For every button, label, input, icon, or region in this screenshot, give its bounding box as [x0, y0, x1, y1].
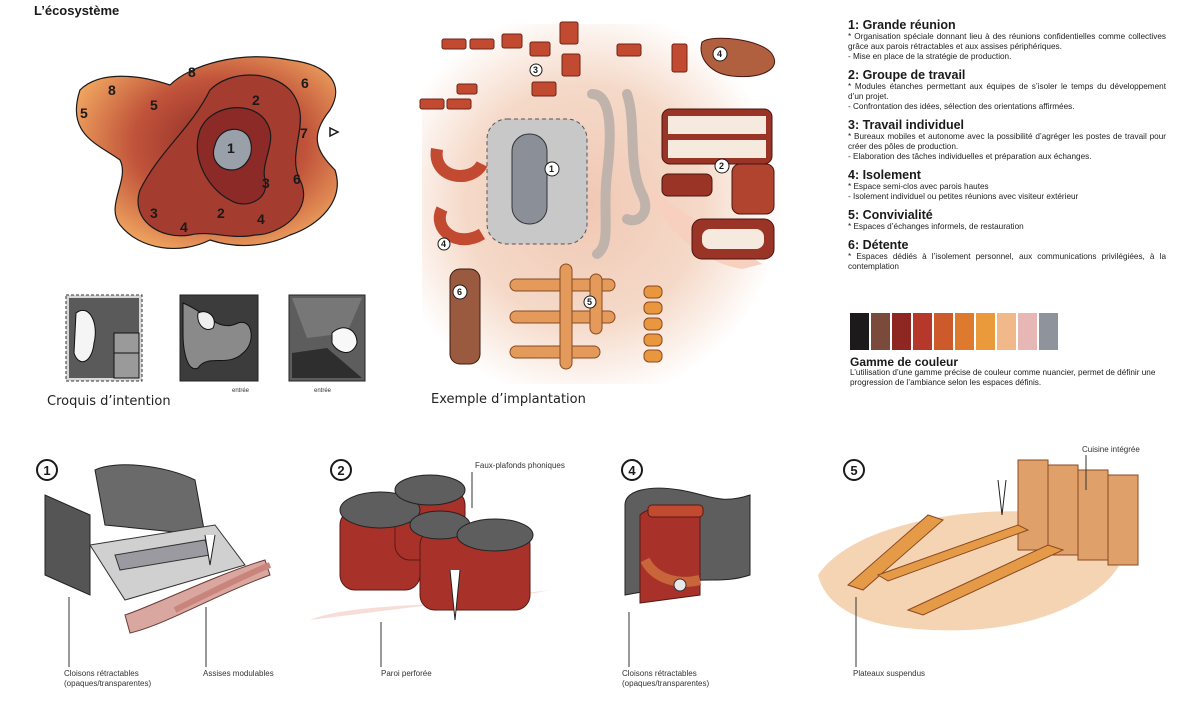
map-label: 5 [80, 105, 88, 121]
intention-sketch-2 [179, 294, 259, 382]
plan-number: 4 [717, 49, 722, 59]
annotation-line [855, 597, 857, 667]
color-swatch [934, 313, 953, 350]
legend-item: 3: Travail individuel * Bureaux mobiles … [848, 118, 1166, 162]
legend-line: - Confrontation des idées, sélection des… [848, 102, 1075, 111]
entry-arrow-icon [329, 126, 340, 138]
annotation-line [628, 612, 630, 667]
map-label: 3 [262, 175, 270, 191]
color-swatch [1018, 313, 1037, 350]
zone-core [212, 128, 252, 171]
color-swatch [913, 313, 932, 350]
legend-line: * Espace semi-clos avec parois hautes [848, 182, 989, 191]
intention-sketch-1 [65, 294, 143, 382]
legend-item: 2: Groupe de travail * Modules étanches … [848, 68, 1166, 112]
detail-number: 4 [621, 459, 643, 481]
annotation-line [380, 622, 382, 667]
legend-line: * Organisation spéciale donnant lieu à d… [848, 32, 1166, 51]
legend-title: 6: Détente [848, 238, 909, 252]
map-label: 1 [227, 140, 235, 156]
map-label: 2 [217, 205, 225, 221]
annotation-line [68, 597, 70, 667]
annotation: Faux-plafonds phoniques [475, 461, 565, 470]
annotation-line [1085, 455, 1087, 490]
color-palette [850, 313, 1058, 350]
legend-line: - Mise en place de la stratégie de produ… [848, 52, 1012, 61]
map-label: 3 [150, 205, 158, 221]
plan-number: 3 [533, 65, 538, 75]
detail-number: 2 [330, 459, 352, 481]
map-label: 4 [180, 219, 188, 235]
caption-intention: Croquis d’intention [47, 394, 171, 409]
map-label: 5 [150, 97, 158, 113]
annotation: Cloisons rétractables (opaques/transpare… [64, 669, 152, 688]
annotation: Cuisine intégrée [1082, 445, 1140, 454]
annotation-line [205, 607, 207, 667]
caption-implantation: Exemple d’implantation [431, 392, 586, 407]
plan-number: 5 [587, 297, 592, 307]
color-swatch [976, 313, 995, 350]
annotation: Assises modulables [203, 669, 274, 678]
detail-4-illustration [624, 487, 751, 604]
detente-module [449, 268, 481, 365]
intention-sketch-3 [288, 294, 366, 382]
annotation: Paroi perforée [381, 669, 432, 678]
sketch-mark: entrée [314, 388, 332, 394]
detail-5-illustration [818, 459, 1139, 631]
gamme-title: Gamme de couleur [850, 355, 959, 369]
plan-number: 6 [457, 287, 462, 297]
legend-line: - Elaboration des tâches individuelles e… [848, 152, 1092, 161]
implantation-plan: 1 2 3 4 4 5 6 [419, 21, 782, 384]
annotation-line [471, 472, 473, 508]
legend-item: 4: Isolement * Espace semi-clos avec par… [848, 168, 1166, 202]
legend-line: * Modules étanches permettant aux équipe… [848, 82, 1166, 101]
legend-title: 1: Grande réunion [848, 18, 956, 32]
annotation: Cloisons rétractables (opaques/transpare… [622, 669, 710, 688]
legend-item: 5: Convivialité * Espaces d’échanges inf… [848, 208, 1166, 232]
map-label: 6 [301, 75, 309, 91]
map-label: 6 [293, 171, 301, 187]
legend-line: * Espaces d’échanges informels, de resta… [848, 222, 1024, 231]
color-swatch [1039, 313, 1058, 350]
legend-item: 1: Grande réunion * Organisation spécial… [848, 18, 1166, 62]
detail-number: 1 [36, 459, 58, 481]
map-label: 2 [252, 92, 260, 108]
color-swatch [997, 313, 1016, 350]
plan-number: 2 [719, 161, 724, 171]
legend-item: 6: Détente * Espaces dédiés à l’isolemen… [848, 238, 1166, 272]
plan-number: 1 [549, 164, 554, 174]
meeting-table [511, 133, 548, 225]
legend-title: 3: Travail individuel [848, 118, 965, 132]
map-label: 7 [300, 125, 308, 141]
map-label: 8 [108, 82, 116, 98]
legend-title: 5: Convivialité [848, 208, 933, 222]
map-label: 4 [257, 211, 265, 227]
legend-title: 4: Isolement [848, 168, 921, 182]
color-swatch [955, 313, 974, 350]
detail-2-illustration [310, 474, 550, 621]
color-swatch [871, 313, 890, 350]
map-label: 8 [188, 64, 196, 80]
sketch-mark: entrée [232, 388, 250, 394]
page-title: L’écosystème [34, 3, 120, 18]
legend-line: * Espaces dédiés à l’isolement personnel… [848, 252, 1166, 271]
plan-number: 4 [441, 239, 446, 249]
color-swatch [850, 313, 869, 350]
detail-number: 5 [843, 459, 865, 481]
annotation: Plateaux suspendus [853, 669, 926, 678]
legend: 1: Grande réunion * Organisation spécial… [848, 18, 1166, 278]
legend-title: 2: Groupe de travail [848, 68, 966, 82]
gamme-text: L’utilisation d’une gamme précise de cou… [850, 368, 1156, 387]
legend-line: - Isolement individuel ou petites réunio… [848, 192, 1079, 201]
detail-1-illustration [44, 464, 272, 634]
color-swatch [892, 313, 911, 350]
ecosystem-map: 1 2 2 3 3 4 4 5 5 6 6 7 8 8 [75, 56, 340, 250]
legend-line: * Bureaux mobiles et autonome avec la po… [848, 132, 1166, 151]
